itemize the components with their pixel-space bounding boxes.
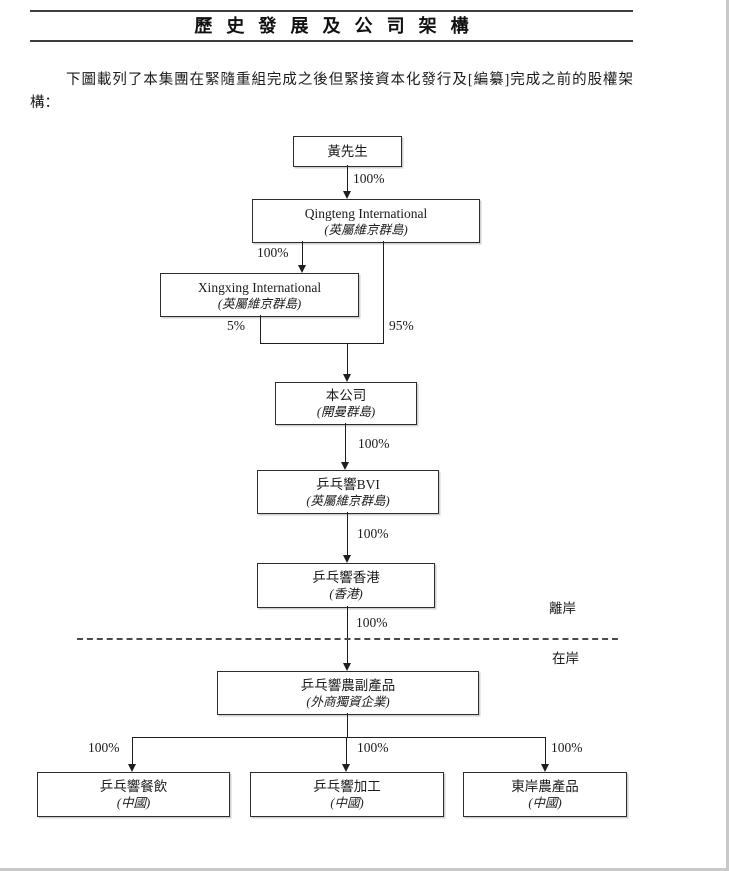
node-pingpangxiang-hongkong: 乒乓響香港 (香港) bbox=[257, 563, 435, 608]
node-name: Qingteng International bbox=[304, 205, 428, 221]
connector-junction-bar bbox=[259, 342, 384, 344]
node-jurisdiction: (英屬維京群島) bbox=[217, 296, 302, 311]
connector-xingxing-company bbox=[259, 315, 261, 344]
node-qingteng-international: Qingteng International (英屬維京群島) bbox=[252, 199, 480, 243]
ownership-label: 100% bbox=[257, 245, 289, 260]
connector-company-bvi bbox=[344, 423, 346, 462]
node-jurisdiction: (英屬維京群島) bbox=[306, 493, 390, 508]
arrowhead-icon bbox=[127, 764, 136, 772]
node-jurisdiction: (香港) bbox=[329, 587, 363, 601]
ownership-label: 100% bbox=[358, 436, 390, 451]
node-jurisdiction: (外商獨資企業) bbox=[306, 694, 390, 709]
node-pingpangxiang-agricultural-products: 乒乓響農副產品 (外商獨資企業) bbox=[217, 671, 479, 715]
ownership-label: 100% bbox=[353, 171, 385, 186]
ownership-label: 100% bbox=[357, 740, 389, 755]
connector-junction-company bbox=[346, 343, 348, 374]
arrowhead-icon bbox=[342, 191, 351, 199]
intro-line-2: 構： bbox=[30, 95, 59, 111]
connector-qingteng-xingxing bbox=[301, 241, 303, 266]
node-name: 乒乓響香港 bbox=[312, 570, 380, 585]
node-jurisdiction: (開曼群島) bbox=[316, 405, 376, 419]
arrowhead-icon bbox=[540, 764, 549, 772]
ownership-label: 95% bbox=[389, 318, 414, 333]
connector-branch-bar bbox=[131, 736, 546, 738]
ownership-label: 5% bbox=[227, 318, 245, 333]
ownership-label: 100% bbox=[88, 740, 120, 755]
connector-wfoe-dongan bbox=[544, 737, 546, 764]
arrowhead-icon bbox=[297, 265, 306, 273]
node-pingpangxiang-bvi: 乒乓響BVI (英屬維京群島) bbox=[257, 470, 439, 514]
connector-bvi-hk bbox=[346, 512, 348, 555]
page-border-right bbox=[726, 0, 729, 871]
offshore-onshore-divider bbox=[77, 638, 618, 640]
arrowhead-icon bbox=[342, 663, 351, 671]
ownership-label: 100% bbox=[551, 740, 583, 755]
node-name: 乒乓響加工 bbox=[313, 779, 381, 794]
connector-wfoe-catering bbox=[131, 737, 133, 764]
ownership-label: 100% bbox=[357, 526, 389, 541]
node-pingpangxiang-processing: 乒乓響加工 (中國) bbox=[250, 772, 444, 817]
arrowhead-icon bbox=[342, 374, 351, 382]
node-pingpangxiang-catering: 乒乓響餐飲 (中國) bbox=[37, 772, 230, 817]
node-dongan-agricultural-produce: 東岸農產品 (中國) bbox=[463, 772, 627, 817]
node-jurisdiction: (英屬維京群島) bbox=[324, 222, 408, 237]
node-the-company: 本公司 (開曼群島) bbox=[275, 382, 417, 425]
connector-huang-qingteng bbox=[346, 165, 348, 192]
page-border-bottom bbox=[0, 868, 729, 871]
arrowhead-icon bbox=[342, 555, 351, 563]
node-name: 本公司 bbox=[325, 388, 367, 403]
connector-wfoe-branch bbox=[346, 713, 348, 738]
intro-paragraph: 下圖載列了本集團在緊隨重組完成之後但緊接資本化發行及[編纂]完成之前的股權架 構… bbox=[30, 69, 633, 115]
connector-wfoe-processing bbox=[345, 737, 347, 764]
node-jurisdiction: (中國) bbox=[528, 796, 562, 810]
node-name: 東岸農產品 bbox=[511, 779, 579, 794]
node-name: 乒乓響餐飲 bbox=[99, 779, 168, 794]
connector-hk-wfoe bbox=[346, 606, 348, 663]
node-name: 乒乓響農副產品 bbox=[300, 677, 396, 693]
node-name: 黃先生 bbox=[327, 144, 368, 159]
connector-qingteng-company bbox=[382, 241, 384, 344]
node-jurisdiction: (中國) bbox=[330, 796, 364, 810]
node-mr-huang: 黃先生 bbox=[293, 136, 402, 167]
arrowhead-icon bbox=[340, 462, 349, 470]
onshore-label: 在岸 bbox=[552, 651, 579, 666]
node-name: Xingxing International bbox=[197, 279, 322, 295]
page-title: 歷史發展及公司架構 bbox=[194, 16, 483, 36]
node-name: 乒乓響BVI bbox=[316, 476, 380, 492]
header-rule-bottom bbox=[30, 40, 633, 42]
node-jurisdiction: (中國) bbox=[116, 796, 151, 810]
offshore-label: 離岸 bbox=[549, 601, 576, 616]
ownership-label: 100% bbox=[356, 615, 388, 630]
intro-line-1: 下圖載列了本集團在緊隨重組完成之後但緊接資本化發行及[編纂]完成之前的股權架 bbox=[66, 72, 633, 88]
arrowhead-icon bbox=[341, 764, 350, 772]
node-xingxing-international: Xingxing International (英屬維京群島) bbox=[160, 273, 359, 317]
header-rule-top bbox=[30, 10, 633, 12]
